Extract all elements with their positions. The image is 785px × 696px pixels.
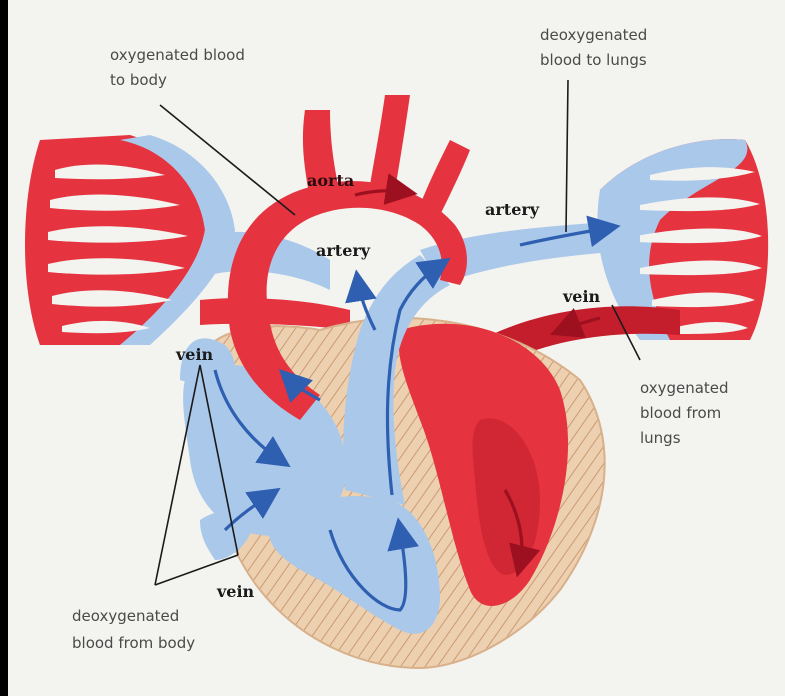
label-vein-right: vein [562, 287, 601, 306]
label-artery-left: artery [316, 241, 371, 260]
label-vein-left: vein [175, 345, 214, 364]
label-artery-right: artery [485, 200, 540, 219]
label-aorta: aorta [307, 171, 354, 190]
label-vein-bottom: vein [216, 582, 255, 601]
